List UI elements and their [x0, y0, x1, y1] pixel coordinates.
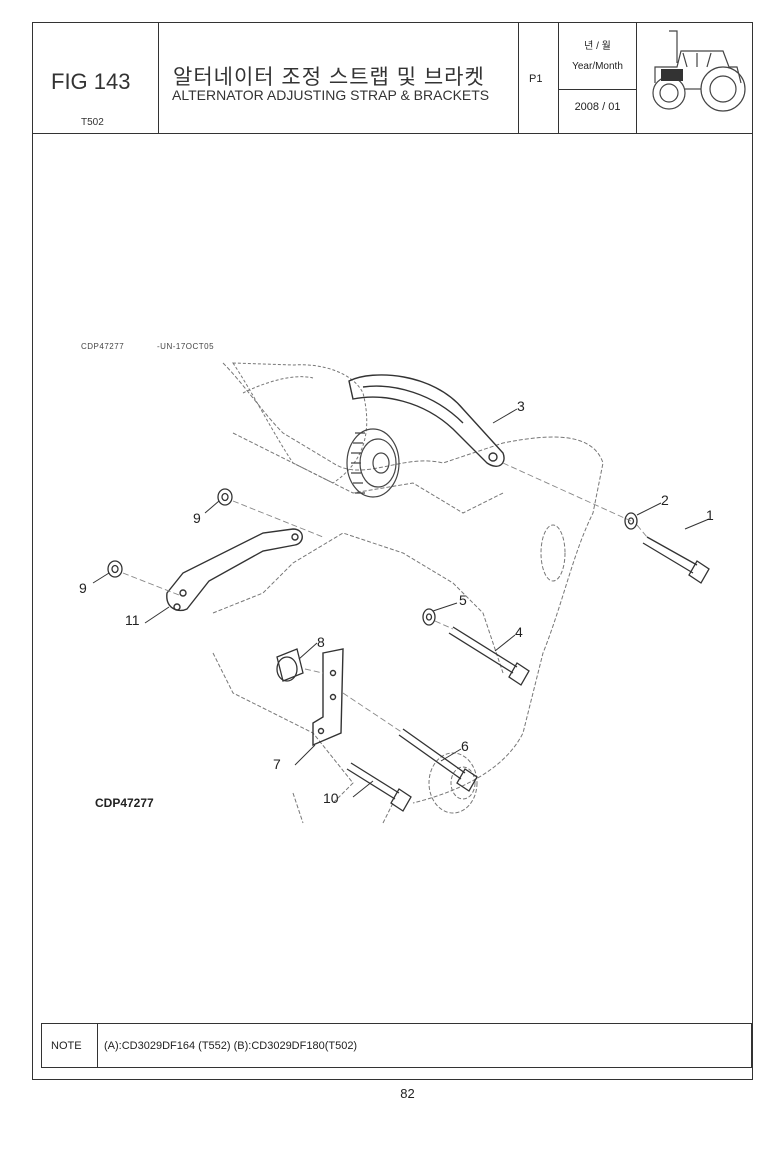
callout-8: 8	[317, 634, 325, 650]
year-month-label: Year/Month	[572, 61, 623, 72]
tractor-cell	[637, 23, 754, 133]
spacer-8	[276, 648, 304, 682]
callout-5: 5	[459, 592, 467, 608]
title-english: ALTERNATOR ADJUSTING STRAP & BRACKETS	[172, 87, 490, 103]
exploded-view-drawing: CDP47277 -UN-17OCT05	[33, 133, 752, 1023]
alternator-pulley	[346, 428, 400, 498]
page-code: P1	[529, 73, 543, 85]
drawing-date-code: -UN-17OCT05	[157, 342, 214, 351]
callout-numbers: 1 2 3 4 5 6 7 8 9 9 10	[79, 398, 714, 806]
callout-7: 7	[273, 756, 281, 772]
figure-cell: FIG 143 T502	[33, 23, 159, 133]
year-month-cell: 년 / 월 Year/Month 2008 / 01	[559, 23, 637, 133]
note-label: NOTE	[51, 1040, 82, 1052]
model-code: T502	[81, 117, 104, 128]
callout-2: 2	[661, 492, 669, 508]
callout-10: 10	[323, 790, 339, 806]
callout-6: 6	[461, 738, 469, 754]
revision-date: 2008 / 01	[574, 101, 621, 113]
callout-4: 4	[515, 624, 523, 640]
divider	[559, 89, 636, 90]
engine-block	[212, 362, 604, 824]
title-korean: 알터네이터 조정 스트랩 및 브라켓	[173, 66, 485, 89]
bracket-11	[166, 528, 303, 612]
washers	[107, 488, 638, 626]
note-row: NOTE (A):CD3029DF164 (T552) (B):CD3029DF…	[41, 1023, 752, 1068]
bracket-7	[312, 648, 344, 747]
parts-sheet: FIG 143 T502 알터네이터 조정 스트랩 및 브라켓 ALTERNAT…	[32, 22, 753, 1080]
alternator-adjusting-strap	[348, 374, 505, 467]
bolts	[346, 536, 710, 812]
drawing-reference-large: CDP47277	[95, 796, 154, 810]
callout-3: 3	[517, 398, 525, 414]
tractor-icon	[652, 30, 746, 112]
callout-9a: 9	[193, 510, 201, 526]
year-month-label-korean: 년 / 월	[584, 41, 611, 52]
sheet-header: FIG 143 T502 알터네이터 조정 스트랩 및 브라켓 ALTERNAT…	[33, 23, 752, 134]
callout-11: 11	[125, 612, 140, 628]
page-cell: P1	[519, 23, 559, 133]
alternator	[232, 362, 368, 484]
page-number: 82	[400, 1086, 415, 1101]
figure-code: FIG 143	[51, 69, 131, 94]
title-cell: 알터네이터 조정 스트랩 및 브라켓 ALTERNATOR ADJUSTING …	[159, 23, 519, 133]
drawing-reference: CDP47277	[81, 342, 124, 351]
note-text: (A):CD3029DF164 (T552) (B):CD3029DF180(T…	[104, 1040, 358, 1052]
leader-lines	[122, 462, 648, 734]
callout-9b: 9	[79, 580, 87, 596]
callout-1: 1	[706, 507, 714, 523]
note-label-cell: NOTE	[42, 1024, 98, 1067]
